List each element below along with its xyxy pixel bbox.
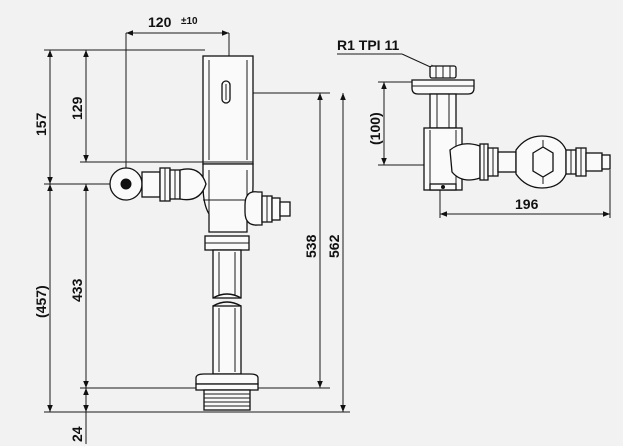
outlet-nut (195, 373, 259, 385)
dim-label-157: 157 (33, 112, 49, 136)
vertical-pipe-upper (212, 249, 242, 299)
dim-label-538: 538 (303, 234, 319, 258)
dim-label-120: 120 (148, 14, 172, 30)
side-stem (429, 93, 457, 129)
inlet-cap-center (120, 178, 132, 190)
valve-body (202, 163, 254, 233)
flush-valve-front (109, 55, 291, 411)
dim-label-433: 433 (69, 278, 85, 302)
outlet-thread (203, 389, 251, 411)
top-flange (411, 79, 475, 95)
dim-label-100: (100) (367, 112, 383, 145)
side-elbow (449, 143, 481, 181)
sensor-housing (202, 55, 254, 165)
dim-label-457: (457) (33, 285, 49, 318)
dim-label-196: 196 (515, 196, 539, 212)
dim-label-562: 562 (326, 234, 342, 258)
vertical-pipe-lower (212, 305, 242, 375)
side-view: R1 TPI 11 (100) 196 (337, 37, 611, 218)
front-view: 120 ±10 157 129 (457) 433 24 538 562 (33, 14, 350, 444)
flush-valve-side (411, 65, 611, 191)
hex-nut (532, 146, 554, 178)
dim-label-120-tol: ±10 (181, 16, 198, 27)
dim-label-129: 129 (69, 96, 85, 120)
dim-label-24: 24 (69, 426, 85, 442)
thread-label: R1 TPI 11 (337, 37, 399, 53)
